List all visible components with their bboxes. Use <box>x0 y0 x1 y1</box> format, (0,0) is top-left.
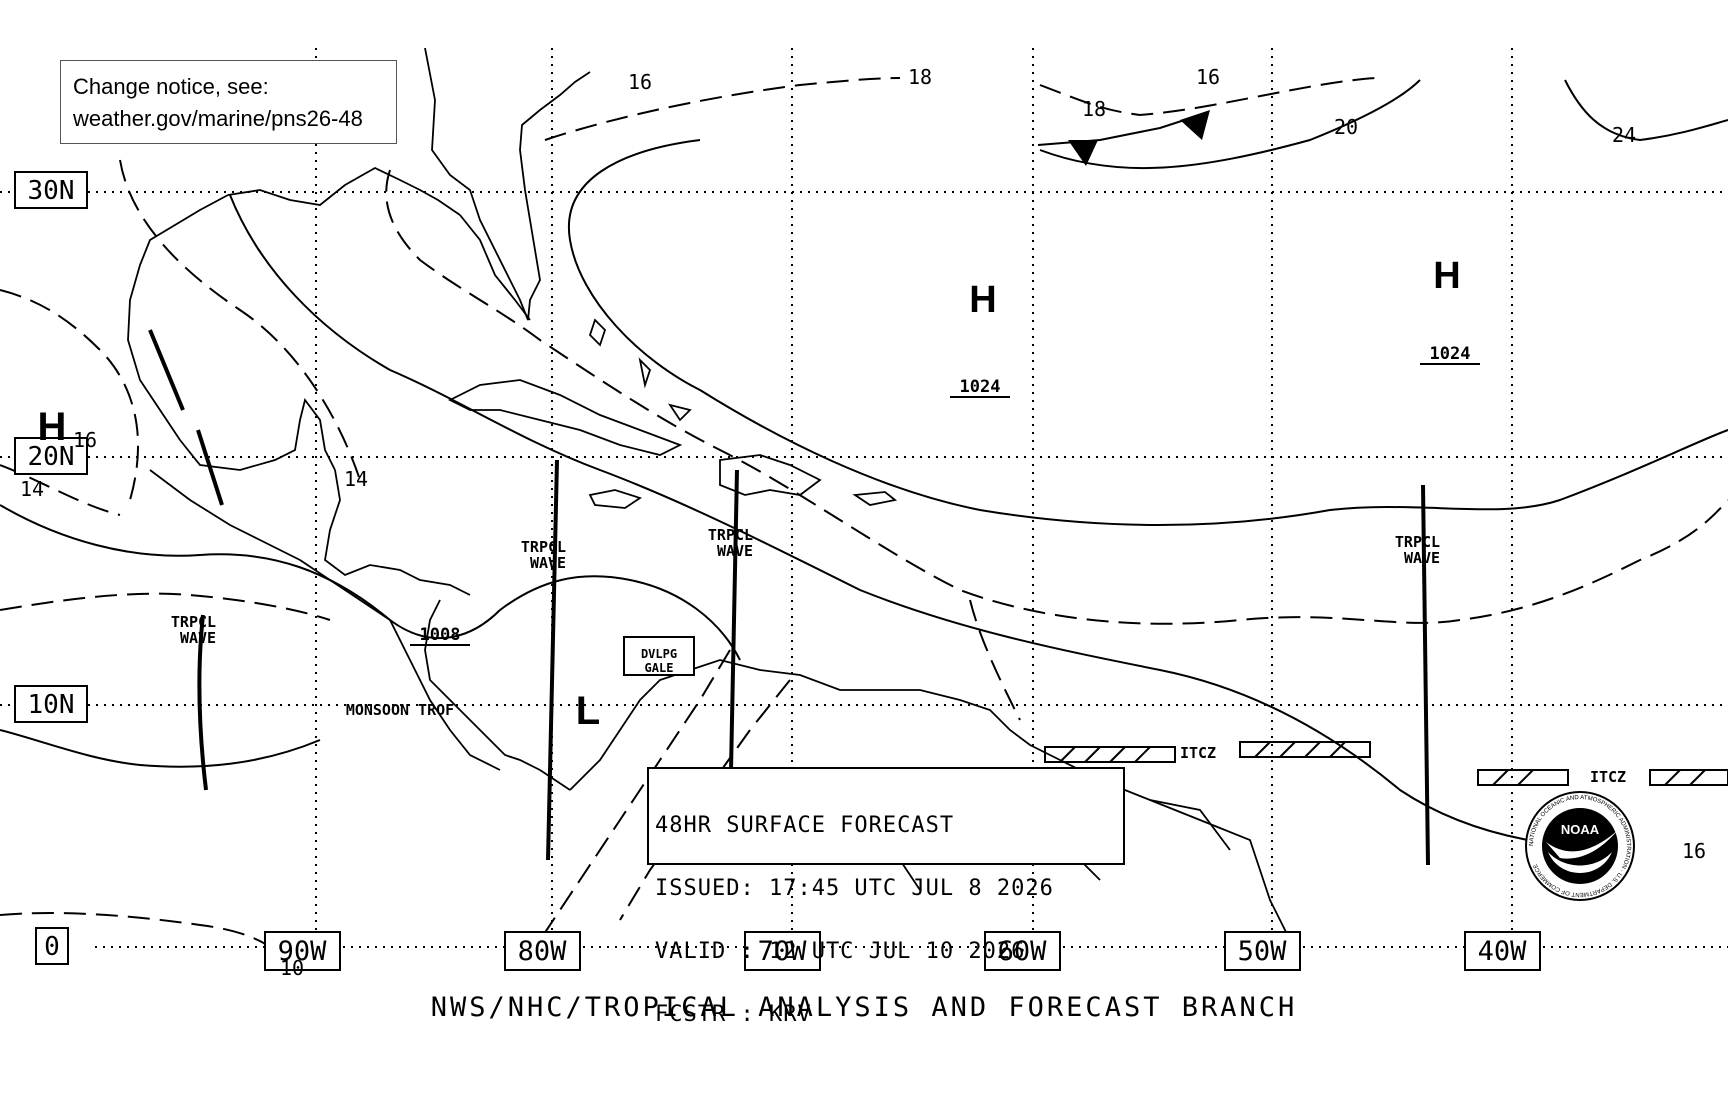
grid <box>0 48 1728 948</box>
tropical-wave-label-text: TRPCL <box>171 613 216 631</box>
tropical-wave-label: TRPCL WAVE <box>1395 533 1449 567</box>
isobar-label: 18 <box>1082 97 1106 121</box>
tropical-wave-label-line2: WAVE <box>530 554 566 572</box>
lat-label-10n: 10N <box>28 690 75 720</box>
lat-label-20n: 20N <box>28 442 75 472</box>
forecast-issued: ISSUED: 17:45 UTC JUL 8 2026 <box>655 876 1054 901</box>
itcz-zones <box>1044 741 1728 786</box>
isobar-label: 10 <box>280 956 304 980</box>
forecast-info-box: 48HR SURFACE FORECAST ISSUED: 17:45 UTC … <box>647 767 1125 1026</box>
lon-label-90w: 90W <box>278 936 328 967</box>
lon-label-70w: 70W <box>758 936 808 967</box>
tropical-wave-label-line2: WAVE <box>180 629 216 647</box>
isobar-label: 16 <box>1682 839 1706 863</box>
itcz-label: ITCZ <box>1590 768 1626 786</box>
isobar-label: 14 <box>20 477 44 501</box>
tropical-wave-label-line2: WAVE <box>717 542 753 560</box>
lon-label-80w: 80W <box>518 936 568 967</box>
low-pressure-value: 1008 <box>420 625 461 645</box>
tropical-wave-label: TRPCL WAVE <box>521 538 575 572</box>
tropical-wave-label: TRPCL WAVE <box>708 526 762 560</box>
change-notice: Change notice, see: weather.gov/marine/p… <box>60 60 397 144</box>
isobar-label: 16 <box>73 428 97 452</box>
high-pressure-center: H <box>1433 255 1460 297</box>
high-pressure-value: 1024 <box>960 377 1001 397</box>
tropical-wave-label-text: TRPCL <box>708 526 753 544</box>
isobar-label: 18 <box>908 65 932 89</box>
isobar-label: 16 <box>628 70 652 94</box>
change-notice-link[interactable]: weather.gov/marine/pns26-48 <box>73 106 363 131</box>
pressure-centers: H 1024 H 1024 H L 1008 <box>38 255 1480 733</box>
isobar-label: 16 <box>1196 65 1220 89</box>
isobar-label: 20 <box>1334 115 1358 139</box>
tropical-wave-label: TRPCL WAVE <box>171 613 225 647</box>
noaa-logo-text: NOAA <box>1561 822 1600 837</box>
tropical-waves <box>148 329 1430 866</box>
lat-label-0: 0 <box>44 932 60 962</box>
gale-warning-word: DVLPG <box>641 647 677 661</box>
lon-label-50w: 50W <box>1238 936 1288 967</box>
isobar-label: 24 <box>1612 123 1636 147</box>
tropical-wave-label-text: TRPCL <box>1395 533 1440 551</box>
itcz-label: ITCZ <box>1180 744 1216 762</box>
longitude-labels: 90W 80W 70W 60W 50W 40W <box>264 931 1541 971</box>
coastlines <box>127 47 1291 941</box>
forecast-valid: VALID : 12 UTC JUL 10 2026 <box>655 939 1026 964</box>
feature-labels: TRPCL WAVE TRPCL WAVE TRPCL WAVE TRPCL W… <box>171 526 1626 786</box>
high-pressure-center: H <box>969 279 996 321</box>
isobar-labels: 16 18 18 16 20 24 16 14 14 16 10 <box>20 65 1706 980</box>
lon-label-40w: 40W <box>1478 936 1528 967</box>
footer-branch: NWS/NHC/TROPICAL ANALYSIS AND FORECAST B… <box>430 992 1298 1023</box>
low-pressure-center: L <box>576 689 600 733</box>
change-notice-line1: Change notice, see: <box>73 74 269 99</box>
forecast-forecaster: FCSTR : KRV <box>655 1002 812 1027</box>
tropical-wave-label-text: TRPCL <box>521 538 566 556</box>
isobars <box>0 79 1728 849</box>
latitude-labels: 30N 20N 10N 0 <box>14 171 88 965</box>
front <box>1037 110 1210 166</box>
lat-label-30n: 30N <box>28 176 75 206</box>
isobar-label: 14 <box>344 467 368 491</box>
lon-label-60w: 60W <box>998 936 1048 967</box>
gale-warning-word: GALE <box>645 661 674 675</box>
high-pressure-center: H <box>38 405 67 449</box>
dashed-isobars <box>0 77 1728 948</box>
tropical-wave-label-line2: WAVE <box>1404 549 1440 567</box>
high-pressure-value: 1024 <box>1430 344 1471 364</box>
monsoon-trough-label: MONSOON TROF <box>346 701 454 719</box>
noaa-logo: NOAA NATIONAL OCEANIC AND ATMOSPHERIC AD… <box>1525 791 1635 901</box>
forecast-title: 48HR SURFACE FORECAST <box>655 813 955 838</box>
